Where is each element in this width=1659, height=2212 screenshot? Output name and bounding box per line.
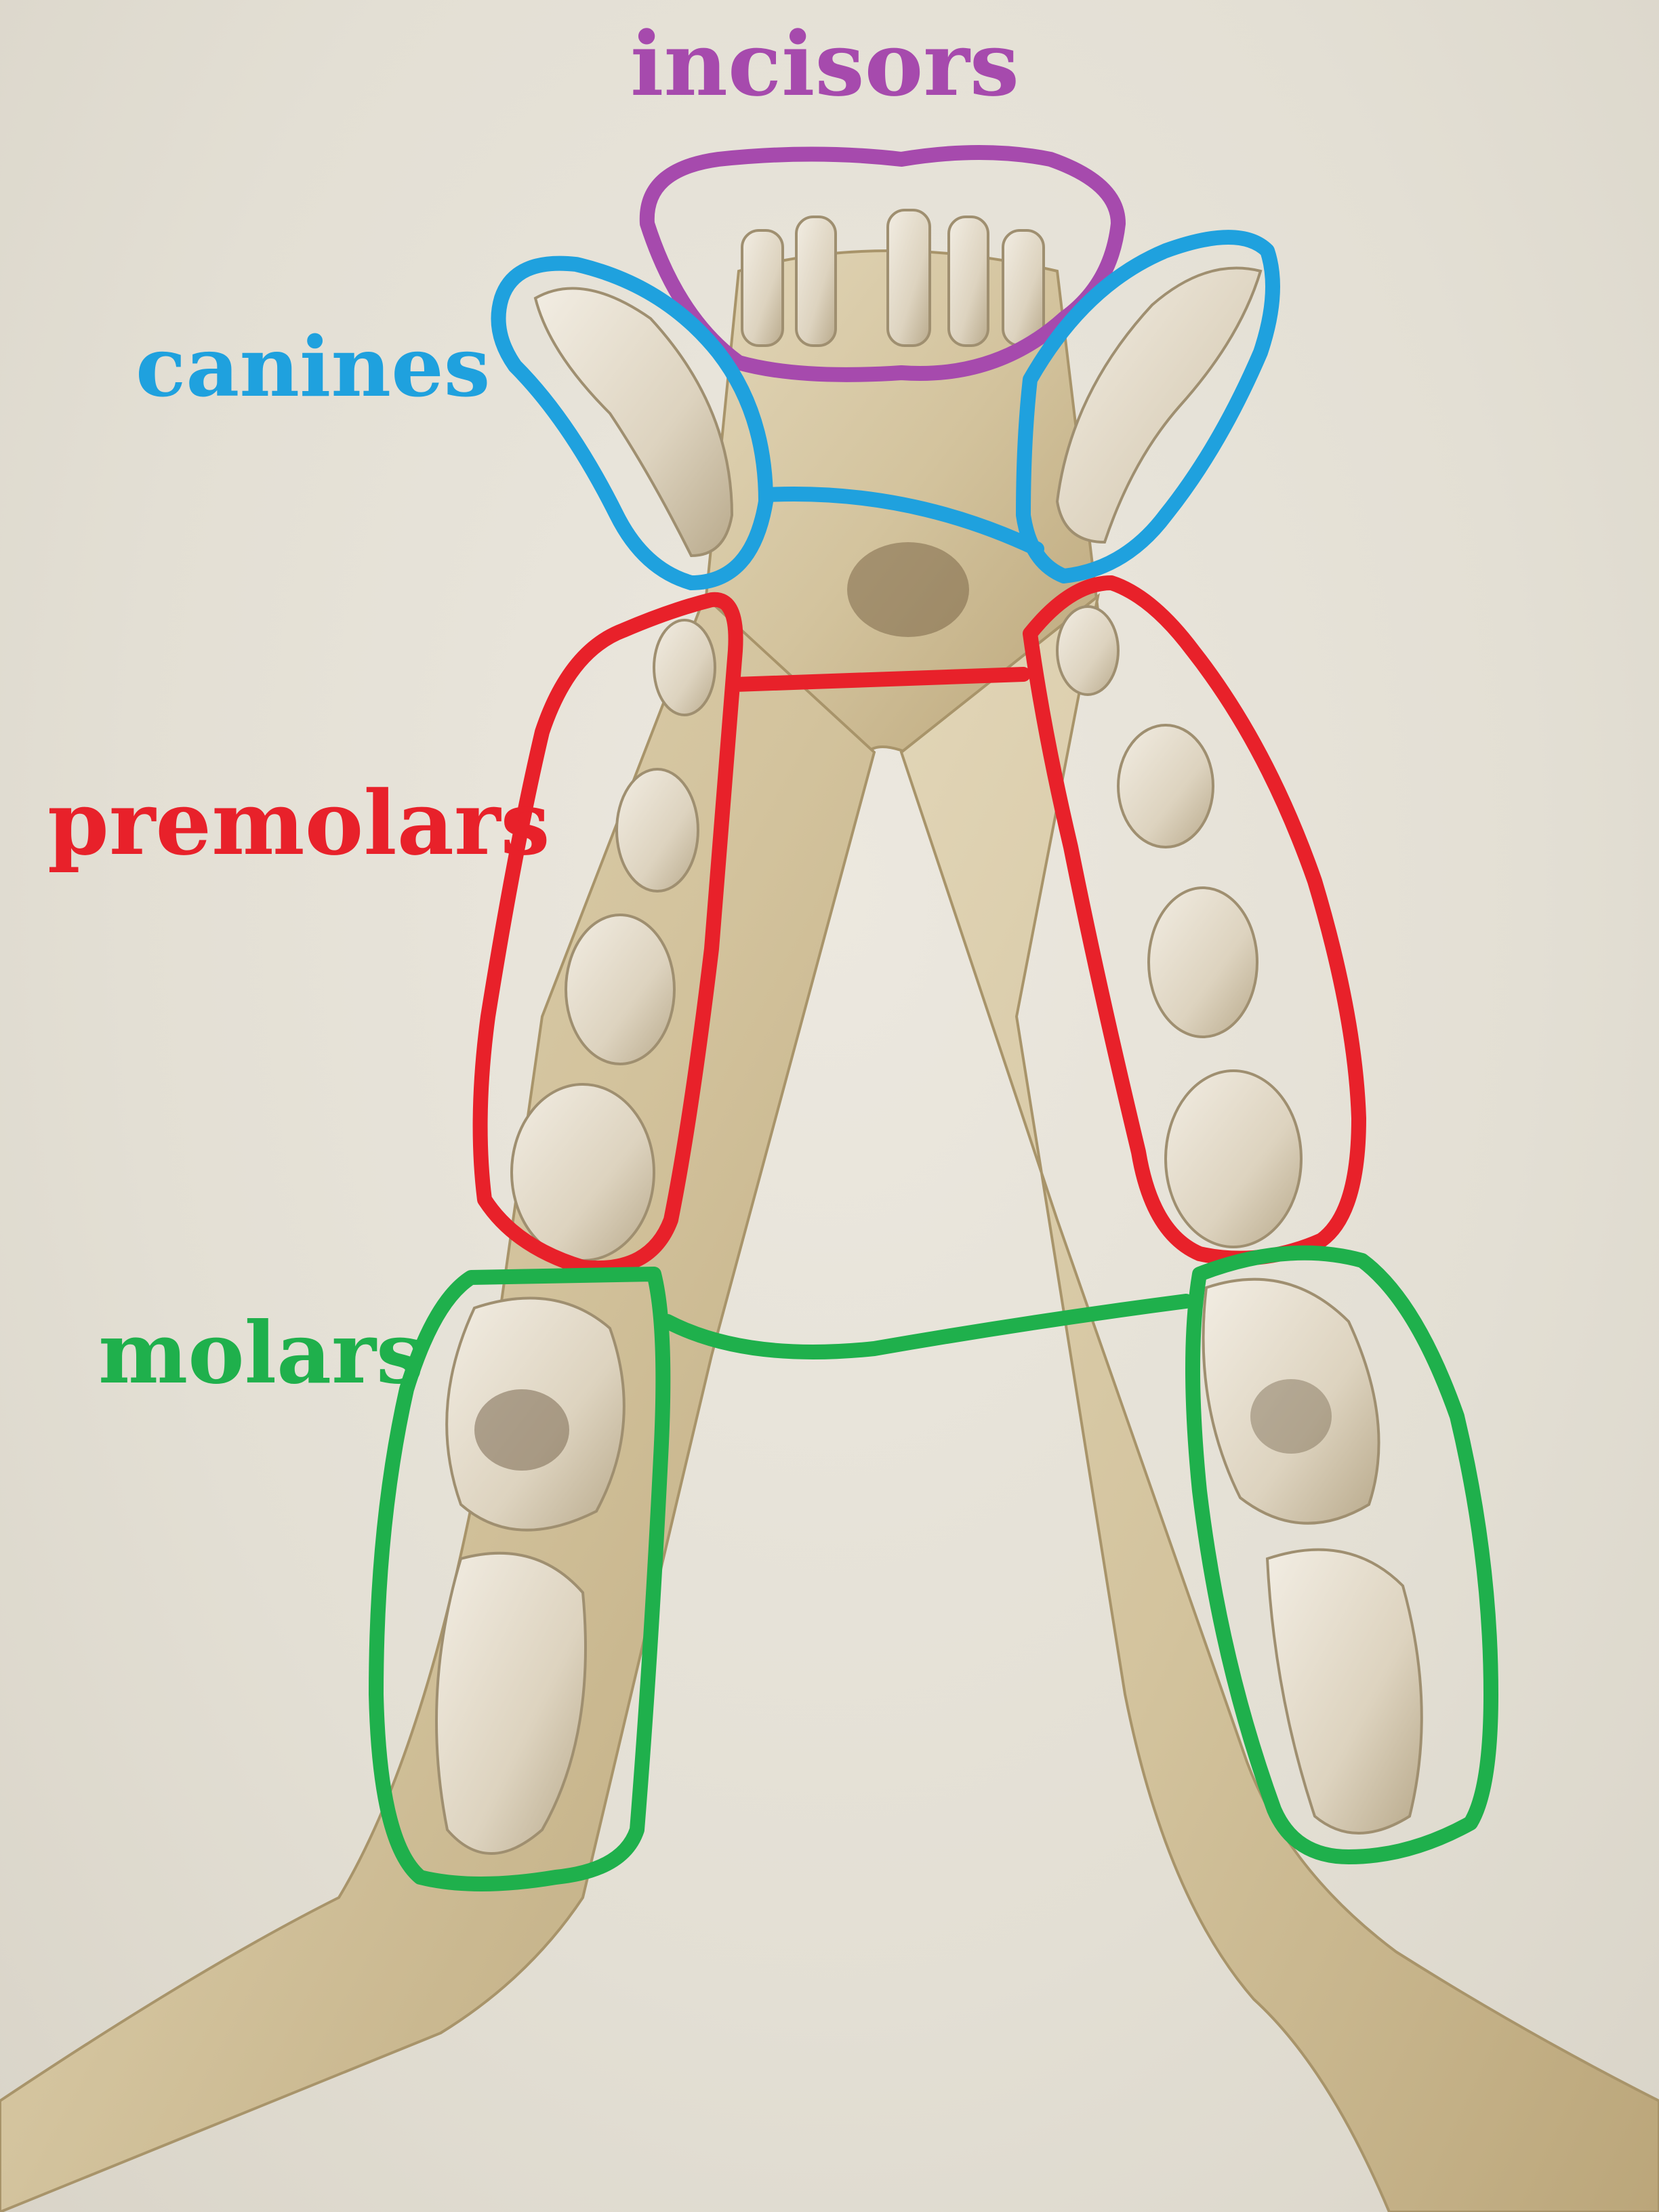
incisors-label: incisors [630, 12, 1020, 116]
molar-teeth [435, 1277, 1423, 1855]
mandible-bone [0, 249, 1659, 2212]
canine-teeth [533, 266, 1263, 558]
premolars-label: premolars [47, 771, 550, 875]
molars-outline [369, 1245, 1498, 1891]
incisor-teeth [741, 209, 1045, 347]
canines-outline [491, 230, 1280, 590]
molars-label: molars [98, 1304, 424, 1403]
canines-label: canines [136, 318, 491, 415]
premolars-outline [472, 575, 1366, 1276]
incisors-outline [639, 145, 1126, 382]
